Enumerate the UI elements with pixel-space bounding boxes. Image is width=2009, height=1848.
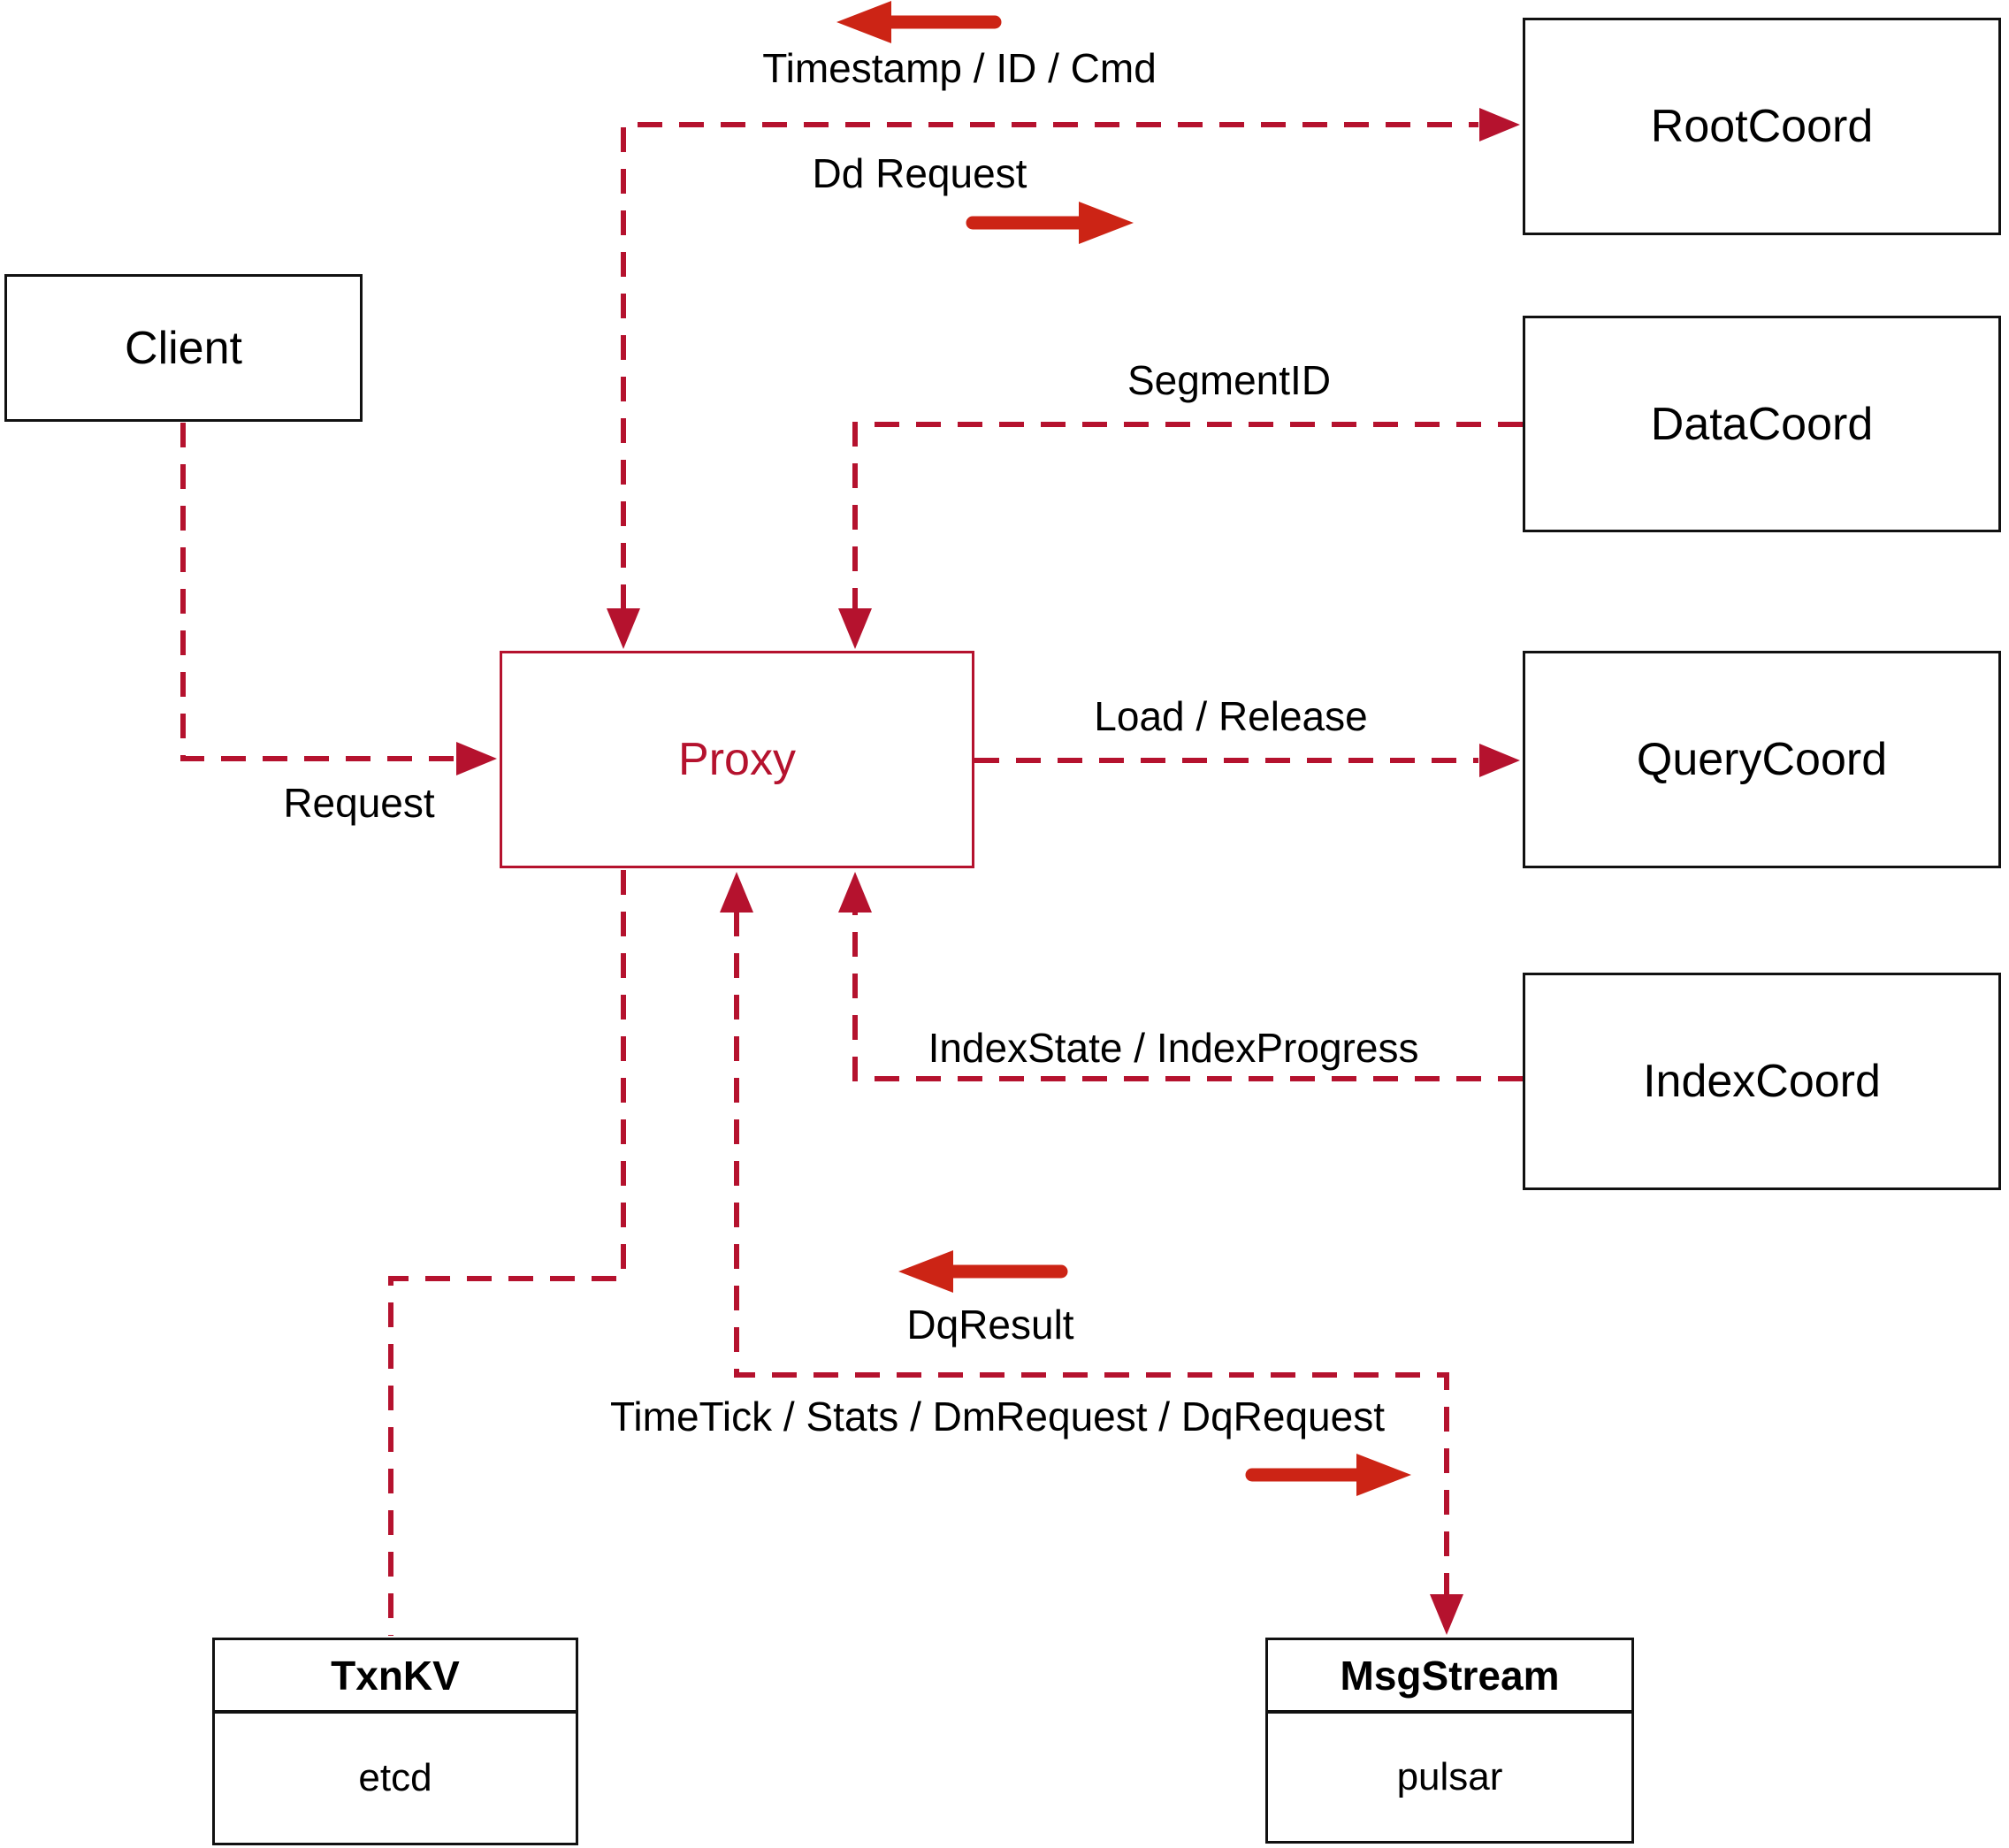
edge-label-request: Request [283,780,435,826]
edge-label-time-tick-stats: TimeTick / Stats / DmRequest / DqRequest [610,1394,1385,1439]
arrowhead-into-proxy-top-right [838,608,872,649]
node-msgstream-header: MsgStream [1268,1640,1631,1714]
node-indexcoord: IndexCoord [1523,973,2001,1190]
edge-label-dq-result: DqResult [906,1302,1074,1348]
node-msgstream-sublabel: pulsar [1396,1755,1503,1798]
arrow-left-icon [836,1,1002,43]
node-msgstream: MsgStream pulsar [1265,1638,1634,1844]
node-rootcoord-label: RootCoord [1650,101,1874,152]
edge-label-load-release: Load / Release [1094,693,1368,739]
edge-proxy-rootcoord [621,122,1478,609]
node-rootcoord: RootCoord [1523,18,2001,235]
arrowhead-into-proxy-left [456,742,497,775]
arrowhead-into-proxy-bottom-right [838,872,872,913]
edge-label-index-state-progress: IndexState / IndexProgress [928,1025,1419,1071]
edge-client-proxy [180,423,455,761]
node-querycoord: QueryCoord [1523,651,2001,868]
arrowhead-into-proxy-top-left [607,608,640,649]
edge-proxy-txnkv [388,870,626,1636]
node-proxy: Proxy [500,651,974,868]
arrowhead-into-msgstream [1430,1594,1463,1635]
edge-indexcoord-proxy [852,912,1523,1081]
node-msgstream-label: MsgStream [1340,1652,1560,1699]
node-msgstream-body: pulsar [1268,1714,1631,1841]
node-indexcoord-label: IndexCoord [1643,1056,1881,1107]
node-txnkv-sublabel: etcd [358,1756,432,1799]
node-client: Client [4,274,363,422]
node-txnkv: TxnKV etcd [212,1638,578,1845]
edge-datacoord-proxy [852,422,1523,609]
node-datacoord: DataCoord [1523,316,2001,532]
node-txnkv-label: TxnKV [331,1652,460,1699]
arrowhead-into-proxy-bottom-mid [720,872,753,913]
arrowhead-into-rootcoord [1479,108,1520,141]
edge-label-dd-request: Dd Request [812,150,1027,196]
node-txnkv-body: etcd [215,1714,576,1843]
edge-label-segment-id: SegmentID [1127,357,1332,403]
node-querycoord-label: QueryCoord [1636,734,1888,785]
arrow-right-icon [966,202,1134,244]
node-datacoord-label: DataCoord [1650,398,1874,450]
arrow-left-icon [898,1250,1068,1293]
node-txnkv-header: TxnKV [215,1640,576,1714]
edge-proxy-msgstream [734,912,1449,1594]
arrowhead-into-querycoord [1479,744,1520,777]
node-client-label: Client [125,322,242,374]
edge-label-timestamp-id-cmd: Timestamp / ID / Cmd [762,45,1157,91]
node-proxy-label: Proxy [678,734,796,785]
arrow-right-icon [1245,1454,1411,1496]
